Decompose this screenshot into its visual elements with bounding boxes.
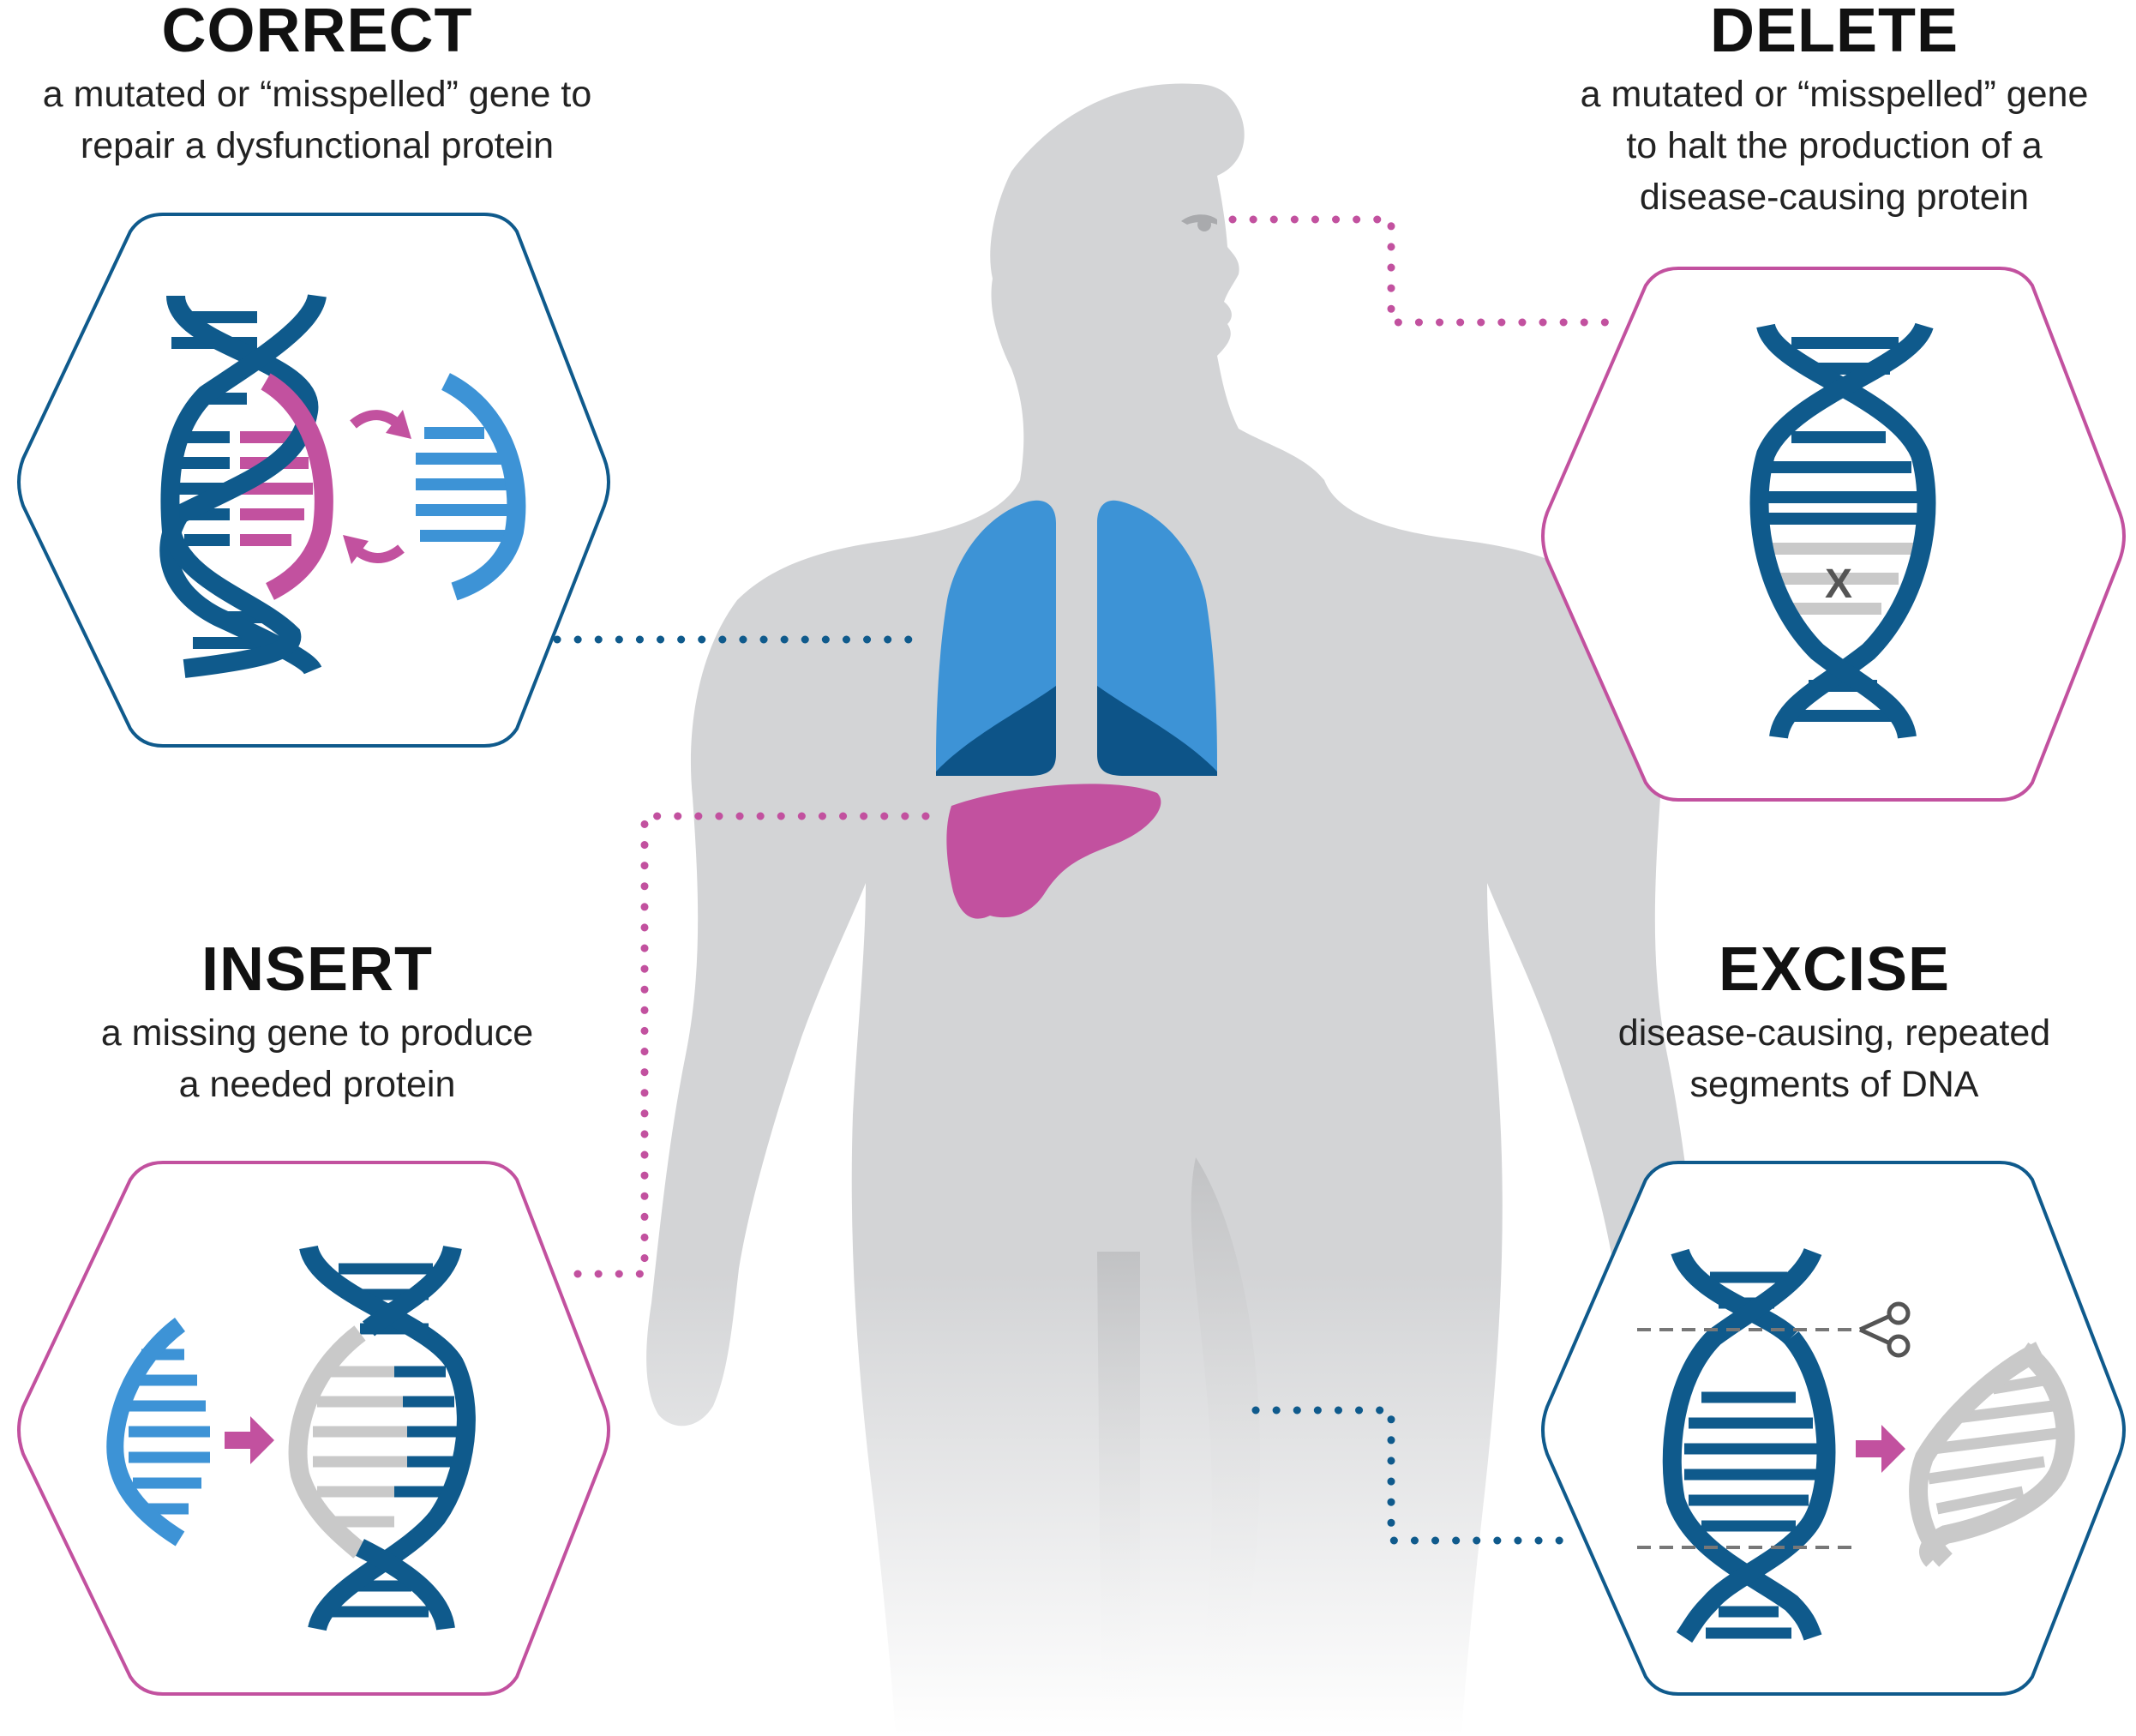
dna-correct <box>159 293 526 678</box>
right-lung <box>1097 500 1217 772</box>
insert-title: INSERT <box>201 935 434 1004</box>
delete-line-1: a mutated or “misspelled” gene <box>1580 74 2089 115</box>
insert-line-1: a missing gene to produce <box>100 1012 534 1054</box>
correct-line-2: repair a dysfunctional protein <box>80 125 555 166</box>
label-excise: EXCISE disease-causing, repeated segment… <box>1534 939 2134 1110</box>
delete-line-2: to halt the production of a <box>1626 125 2043 166</box>
correct-title: CORRECT <box>161 0 473 65</box>
right-lung-lower <box>1097 686 1217 776</box>
liver <box>946 784 1161 919</box>
lungs <box>936 500 1217 776</box>
arrow-right-icon <box>225 1416 274 1464</box>
human-silhouette <box>646 83 1707 1736</box>
dna-delete: X <box>1749 321 1936 740</box>
left-lung <box>936 500 1056 772</box>
delete-x-marker: X <box>1825 562 1852 607</box>
connector-delete <box>1228 215 1629 327</box>
delete-description: a mutated or “misspelled” gene to halt t… <box>1534 69 2134 223</box>
connectors <box>553 215 1629 1545</box>
label-correct: CORRECT a mutated or “misspelled” gene t… <box>0 0 634 171</box>
label-insert: INSERT a missing gene to produce a neede… <box>17 939 617 1110</box>
left-lung-lower <box>936 686 1056 776</box>
dna-excise <box>1637 1247 2075 1643</box>
insert-line-2: a needed protein <box>178 1064 456 1105</box>
insert-description: a missing gene to produce a needed prote… <box>17 1007 617 1110</box>
leg-muscle-shading <box>1191 1157 1260 1736</box>
correct-description: a mutated or “misspelled” gene to repair… <box>0 69 634 171</box>
scissors-icon <box>1858 1301 1911 1358</box>
arrow-right-icon <box>1856 1425 1905 1473</box>
delete-line-3: disease-causing protein <box>1639 177 2030 218</box>
delete-title: DELETE <box>1709 0 1959 65</box>
label-delete: DELETE a mutated or “misspelled” gene to… <box>1534 0 2134 223</box>
leg-shading <box>1097 1252 1140 1736</box>
body-shape <box>646 83 1707 1736</box>
correct-line-1: a mutated or “misspelled” gene to <box>42 74 592 115</box>
excise-title: EXCISE <box>1718 935 1951 1004</box>
eye-pupil <box>1197 218 1211 231</box>
excise-line-1: disease-causing, repeated <box>1617 1012 2051 1054</box>
excise-line-2: segments of DNA <box>1689 1064 1979 1105</box>
hexagon-delete <box>1541 267 2126 802</box>
excise-description: disease-causing, repeated segments of DN… <box>1534 1007 2134 1110</box>
dna-insert <box>106 1244 476 1632</box>
